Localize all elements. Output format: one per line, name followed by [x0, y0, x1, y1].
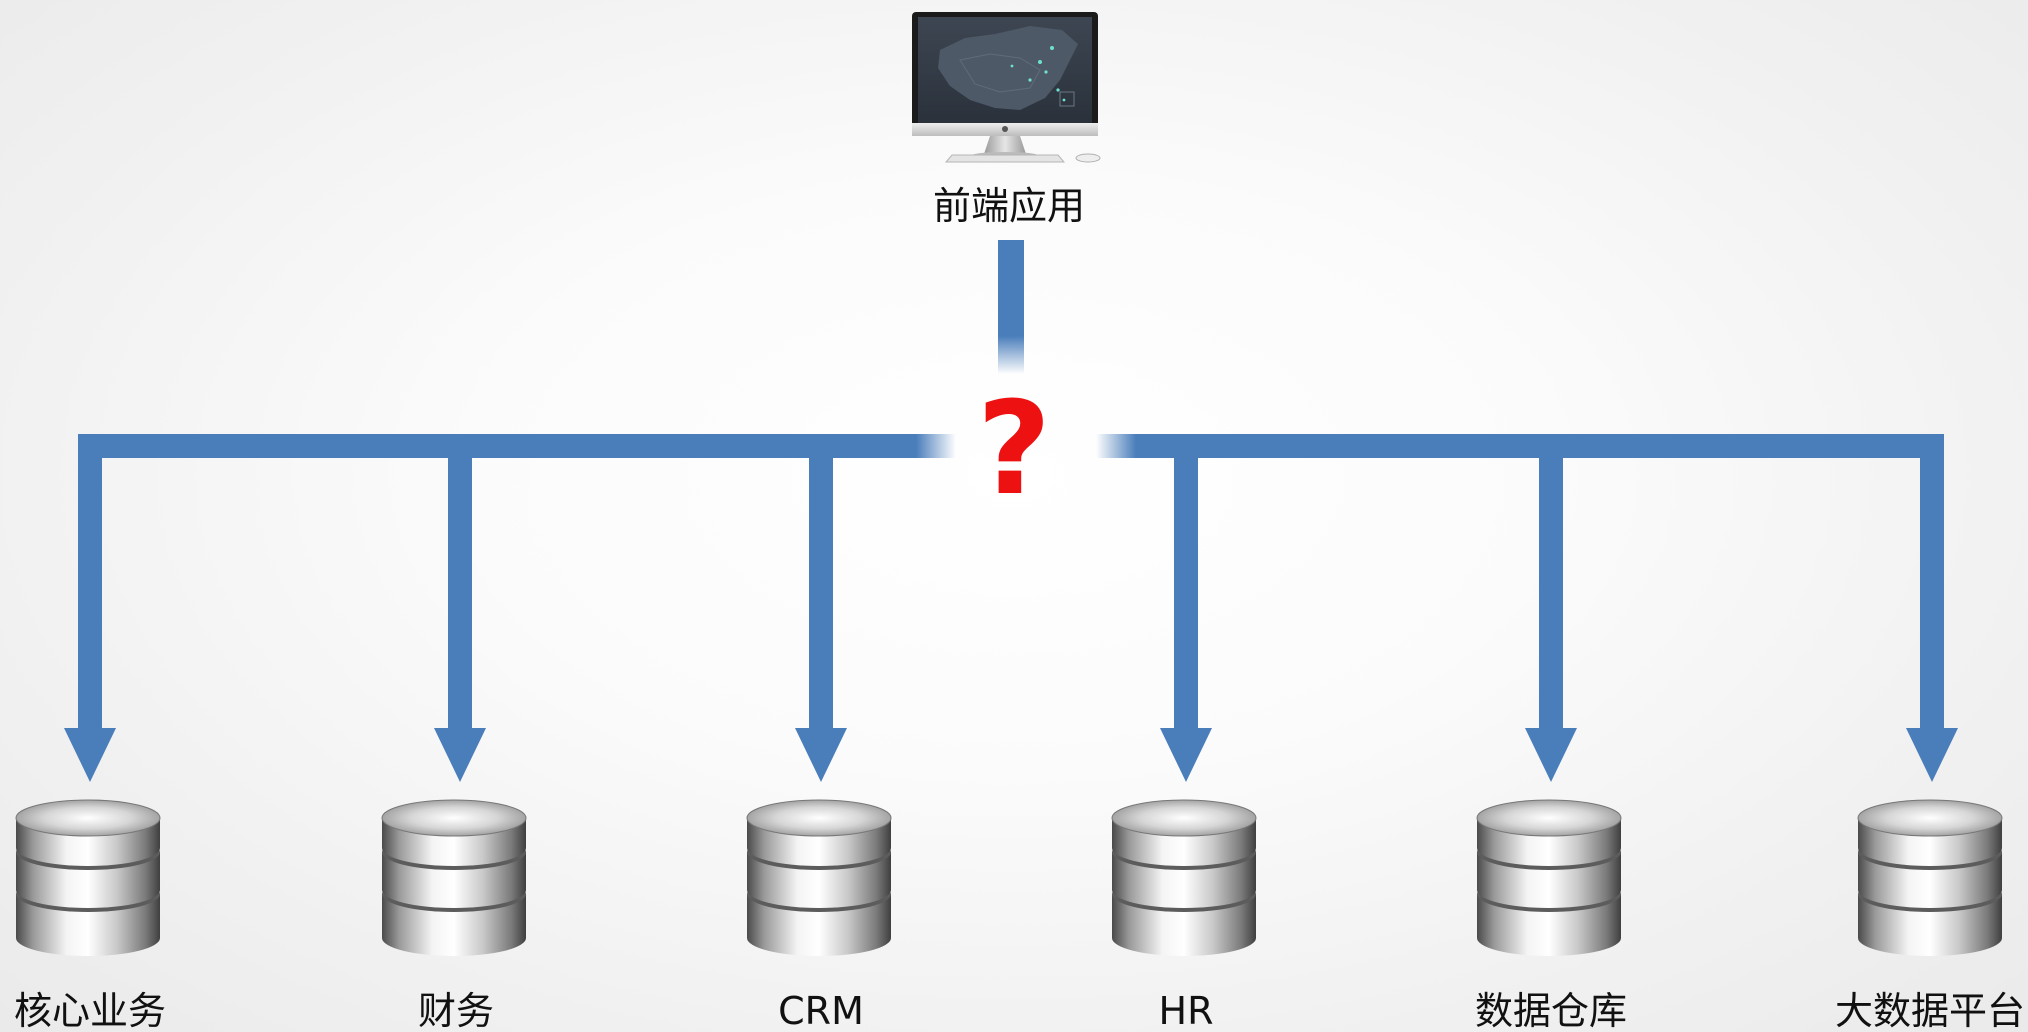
database-icon: [1111, 799, 1257, 957]
arrow-head: [64, 728, 116, 782]
frontend-label: 前端应用: [932, 184, 1086, 228]
database-icon: [746, 799, 892, 957]
database-label-hr: HR: [1158, 989, 1214, 1032]
database-icon: [15, 799, 161, 957]
database-label-crm: CRM: [778, 989, 864, 1032]
arrow-head: [434, 728, 486, 782]
database-label-core-business: 核心业务: [13, 989, 167, 1032]
arrow-head: [795, 728, 847, 782]
connector-lines: [64, 240, 1958, 782]
desktop-computer-icon: [912, 12, 1101, 163]
question-mark: ?: [976, 375, 1052, 524]
arrow-head: [1525, 728, 1577, 782]
database-icon: [1857, 799, 2003, 957]
database-label-data-warehouse: 数据仓库: [1474, 989, 1628, 1032]
arrow-head: [1906, 728, 1958, 782]
database-icon: [381, 799, 527, 957]
database-icon: [1476, 799, 1622, 957]
database-label-finance: 财务: [417, 989, 495, 1032]
arrow-head: [1160, 728, 1212, 782]
database-label-big-data-platform: 大数据平台: [1834, 989, 2026, 1032]
